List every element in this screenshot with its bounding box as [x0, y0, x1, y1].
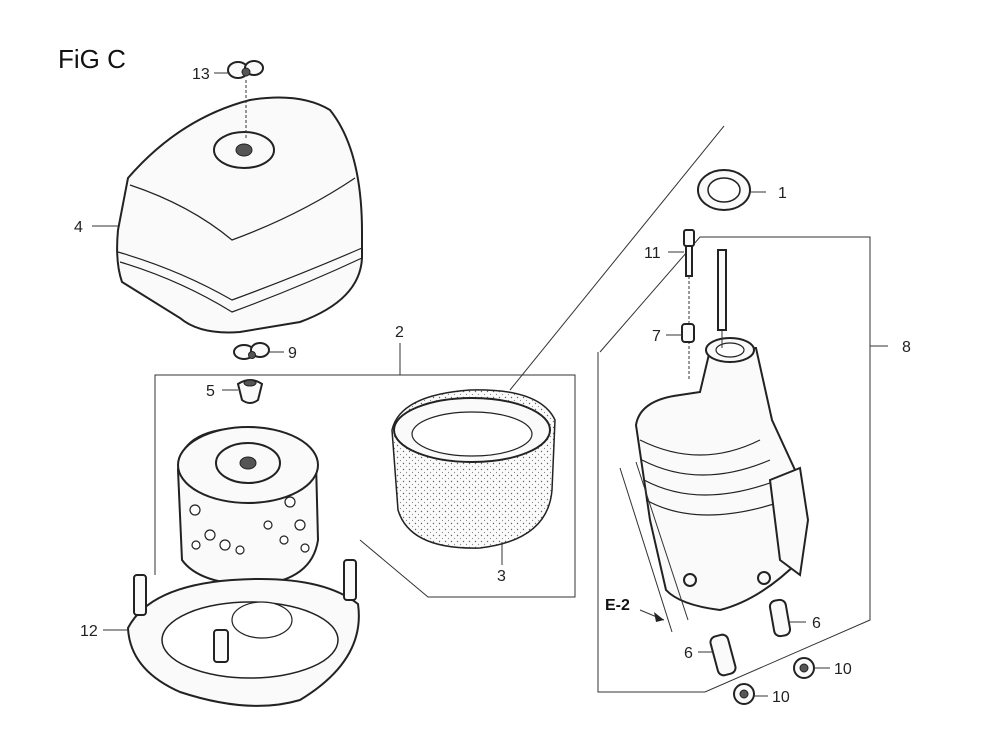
callout-6-upper: 6: [812, 615, 821, 632]
leader-diagonal: [509, 125, 725, 391]
wing-nut-9: [233, 342, 270, 360]
air-cleaner-base: [126, 559, 360, 707]
callout-9: 9: [288, 345, 297, 362]
callout-3: 3: [497, 568, 506, 585]
callout-10-bottom: 10: [772, 689, 790, 706]
callout-12: 12: [80, 623, 98, 640]
callout-7: 7: [652, 328, 661, 345]
callout-1: 1: [778, 185, 787, 202]
callout-2: 2: [395, 324, 404, 341]
bolt-11: [683, 229, 695, 277]
e2-leader-b: [635, 461, 689, 621]
seal-ring: [697, 169, 751, 211]
collar-7: [681, 323, 695, 343]
tube-6-upper: [768, 598, 792, 638]
callout-10-right: 10: [834, 661, 852, 678]
bracket-2: [154, 374, 576, 598]
callout-4: 4: [74, 219, 83, 236]
callout-6-lower: 6: [684, 645, 693, 662]
air-cleaner-cover: [116, 96, 363, 334]
e2-arrowhead: [654, 612, 664, 622]
callout-8: 8: [902, 339, 911, 356]
callout-13: 13: [192, 66, 210, 83]
callout-5: 5: [206, 383, 215, 400]
nut-10-bottom: [733, 683, 755, 705]
grommet-5: [236, 379, 264, 404]
reference-e2: E-2: [605, 597, 630, 614]
air-cleaner-body: [634, 249, 810, 612]
foam-element: [391, 389, 556, 549]
nut-10-right: [793, 657, 815, 679]
callout-11: 11: [644, 245, 661, 262]
e2-leader-a: [619, 467, 673, 633]
figure-title: FiG C: [58, 44, 126, 74]
tube-6-lower: [709, 633, 737, 677]
bracket-8: [597, 236, 871, 693]
paper-element: [176, 426, 320, 587]
wing-nut-top: [227, 60, 264, 79]
